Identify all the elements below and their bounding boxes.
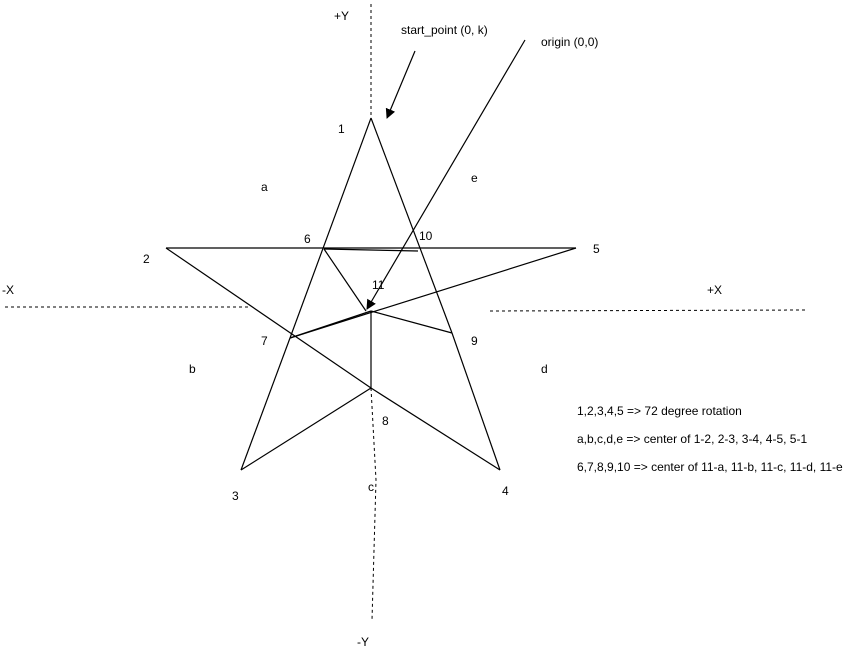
point-label-9: 9 bbox=[471, 334, 478, 348]
start-point-label: start_point (0, k) bbox=[401, 23, 488, 37]
pos-x-axis-line bbox=[489, 309, 807, 312]
inner-line-7-11 bbox=[289, 310, 372, 339]
star-edge-5-7 bbox=[289, 247, 577, 339]
point-label-c: c bbox=[368, 480, 374, 494]
point-label-11: 11 bbox=[372, 278, 385, 292]
star-edge-4-5 bbox=[451, 332, 501, 471]
origin-arrow bbox=[366, 39, 526, 310]
inner-line-6-10 bbox=[323, 248, 419, 252]
point-label-5: 5 bbox=[593, 242, 600, 256]
origin-label: origin (0,0) bbox=[541, 35, 598, 49]
neg-x-label: -X bbox=[2, 283, 14, 297]
pos-y-label: +Y bbox=[334, 9, 349, 23]
inner-line-6-11 bbox=[323, 248, 367, 312]
point-label-10: 10 bbox=[419, 229, 433, 243]
neg-y-axis-line bbox=[370, 387, 377, 621]
point-label-1: 1 bbox=[338, 122, 345, 136]
point-label-3: 3 bbox=[232, 489, 239, 503]
point-label-b: b bbox=[189, 362, 196, 376]
inner-line-11-9 bbox=[370, 310, 453, 334]
point-label-7: 7 bbox=[261, 334, 268, 348]
point-label-6: 6 bbox=[304, 232, 311, 246]
note-inner-centers: 6,7,8,9,10 => center of 11-a, 11-b, 11-c… bbox=[577, 460, 843, 474]
star-edge-3-8 bbox=[240, 387, 372, 471]
pos-x-label: +X bbox=[707, 283, 722, 297]
star-edge-9-1 bbox=[370, 117, 453, 334]
start-point-arrow bbox=[385, 50, 416, 119]
star-edge-1-7 bbox=[289, 117, 372, 339]
point-label-2: 2 bbox=[143, 252, 150, 266]
point-label-8: 8 bbox=[382, 414, 389, 428]
note-rotation: 1,2,3,4,5 => 72 degree rotation bbox=[577, 404, 742, 418]
point-label-e: e bbox=[471, 171, 478, 185]
star-edge-7-3 bbox=[240, 337, 291, 471]
point-label-a: a bbox=[261, 180, 268, 194]
star-edge-8-4 bbox=[370, 387, 501, 471]
neg-y-label: -Y bbox=[357, 635, 369, 649]
point-label-d: d bbox=[541, 362, 548, 376]
star-edge-2-8 bbox=[165, 247, 372, 389]
note-midpoints: a,b,c,d,e => center of 1-2, 2-3, 3-4, 4-… bbox=[577, 432, 807, 446]
point-label-4: 4 bbox=[502, 484, 509, 498]
